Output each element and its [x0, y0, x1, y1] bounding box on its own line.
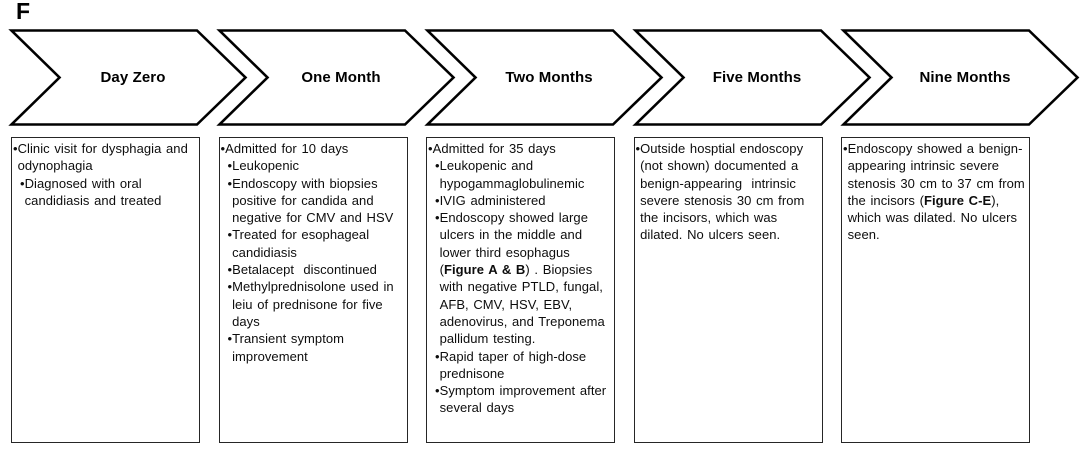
stage-label: Five Months	[712, 69, 802, 86]
bullet-text: Endoscopy with biopsies positive for can…	[232, 175, 394, 226]
bullet-text: IVIG administered	[439, 192, 546, 208]
bullet-dot-icon: •	[227, 158, 233, 174]
note-bullet: •Leukopenic and hypogammaglobulinemic	[435, 157, 612, 192]
bullet-text: Transient symptom improvement	[232, 331, 349, 364]
stage-arrow	[840, 29, 1080, 126]
figure-label: F	[16, 0, 31, 24]
bullet-dot-icon: •	[227, 175, 233, 191]
bullet-dot-icon: •	[227, 331, 233, 347]
bullet-text: Betalacept discontinued	[232, 262, 377, 278]
note-bullet: •Betalacept discontinued	[228, 261, 405, 278]
bullet-text: Leukopenic	[232, 158, 300, 174]
stage-label: Day Zero	[100, 69, 166, 86]
bullet-dot-icon: •	[435, 348, 440, 364]
bullet-text: Symptom improvement after several days	[439, 383, 611, 416]
bullet-dot-icon: •	[220, 141, 226, 156]
bullet-dot-icon: •	[435, 210, 440, 226]
note-bullet: •Symptom improvement after several days	[435, 382, 612, 417]
bullet-dot-icon: •	[843, 141, 848, 156]
note-bullet: •Endoscopy showed a benign-appearing int…	[843, 140, 1027, 244]
bullet-text: Outside hosptial endoscopy (not shown) d…	[640, 141, 810, 243]
bullet-dot-icon: •	[428, 141, 433, 156]
stage-arrow-shape	[216, 29, 456, 126]
note-bullet: •Treated for esophageal candidiasis	[228, 226, 405, 261]
note-bullet: •IVIG administered	[435, 192, 612, 209]
bullet-dot-icon: •	[635, 141, 641, 156]
bullet-dot-icon: •	[227, 262, 233, 278]
note-bullet: •Diagnosed with oral candidiasis and tre…	[20, 175, 197, 210]
note-bullet: •Leukopenic	[228, 157, 405, 174]
note-bullet: •Admitted for 35 days	[428, 140, 612, 157]
stage-notes-box: •Admitted for 10 days•Leukopenic•Endosco…	[218, 137, 408, 443]
stage-notes-box: •Outside hosptial endoscopy (not shown) …	[633, 137, 823, 443]
stage-notes-box: •Admitted for 35 days•Leukopenic and hyp…	[426, 137, 615, 443]
bullet-dot-icon: •	[20, 175, 25, 191]
note-bullet: •Clinic visit for dysphagia and odynopha…	[13, 140, 197, 175]
note-bullet: •Outside hosptial endoscopy (not shown) …	[636, 140, 820, 244]
bullet-text: Admitted for 35 days	[432, 141, 556, 156]
note-bullet: •Endoscopy with biopsies positive for ca…	[228, 175, 405, 227]
stage-notes-box: •Endoscopy showed a benign-appearing int…	[841, 137, 1030, 443]
bullet-dot-icon: •	[435, 192, 440, 208]
bullet-text: Endoscopy showed a benign-appearing intr…	[847, 141, 1030, 243]
stage-arrow-shape	[632, 29, 872, 126]
stage-arrow	[216, 29, 456, 126]
bullet-text: Endoscopy showed large ulcers in the mid…	[439, 210, 610, 347]
bullet-text: Methylprednisolone used in leiu of predn…	[232, 279, 399, 329]
bullet-text: Admitted for 10 days	[225, 141, 349, 156]
note-bullet: •Rapid taper of high-dose prednisone	[435, 348, 612, 383]
stage-arrow-shape	[424, 29, 664, 126]
stage-arrow	[424, 29, 664, 126]
stage-label: Nine Months	[919, 69, 1011, 86]
bullet-dot-icon: •	[13, 141, 18, 156]
note-bullet: •Transient symptom improvement	[228, 330, 405, 365]
bullet-text: Diagnosed with oral candidiasis and trea…	[24, 175, 162, 208]
stage-arrow-shape	[840, 29, 1080, 126]
stage-arrow-shape	[8, 29, 248, 126]
bullet-text: Treated for esophageal candidiasis	[232, 227, 374, 260]
bullet-text: Rapid taper of high-dose prednisone	[439, 348, 591, 381]
stage-notes-box: •Clinic visit for dysphagia and odynopha…	[11, 137, 200, 443]
stage-label: One Month	[301, 69, 381, 86]
bullet-dot-icon: •	[435, 383, 440, 399]
note-bullet: •Endoscopy showed large ulcers in the mi…	[435, 209, 612, 347]
bullet-text: Clinic visit for dysphagia and odynophag…	[17, 141, 193, 174]
bullet-dot-icon: •	[435, 158, 440, 174]
note-bullet: •Methylprednisolone used in leiu of pred…	[228, 278, 405, 330]
stage-label: Two Months	[505, 69, 593, 86]
stage-arrow	[8, 29, 248, 126]
bullet-dot-icon: •	[227, 279, 233, 295]
note-bullet: •Admitted for 10 days	[221, 140, 405, 157]
bullet-dot-icon: •	[227, 227, 233, 243]
bullet-text: Leukopenic and hypogammaglobulinemic	[439, 158, 585, 191]
stage-arrow	[632, 29, 872, 126]
